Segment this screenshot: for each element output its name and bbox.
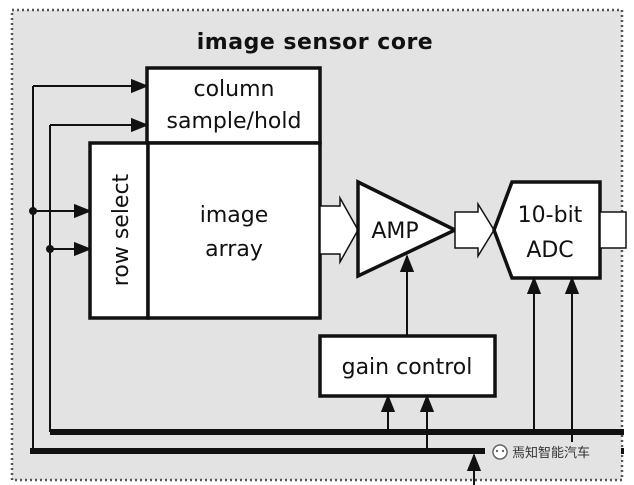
- amp-to-adc-arrow: [454, 201, 495, 259]
- amp-block: AMP: [356, 179, 460, 279]
- image-array-line2: array: [205, 237, 263, 262]
- wechat-icon: [492, 444, 508, 460]
- core-title: image sensor core: [197, 30, 433, 55]
- watermark: 焉知智能汽车: [485, 442, 621, 464]
- image-array-block: image array: [146, 141, 322, 320]
- junction-dot-inner: [46, 245, 54, 253]
- adc-output-arrow: [599, 211, 627, 249]
- amp-label: AMP: [371, 219, 418, 244]
- gain-control-label: gain control: [342, 355, 473, 380]
- column-sample-hold-block: column sample/hold: [145, 66, 322, 145]
- image-array-line1: image: [200, 203, 269, 228]
- gain-control-block: gain control: [318, 334, 497, 398]
- control-wires: [32, 78, 149, 451]
- column-sample-hold-line2: sample/hold: [167, 109, 302, 134]
- row-select-block: row select: [88, 141, 150, 320]
- adc-line1: 10-bit: [518, 203, 583, 228]
- array-to-amp-arrow: [319, 195, 359, 265]
- adc-block: 10-bit ADC: [492, 180, 602, 280]
- row-select-label: row select: [109, 173, 134, 286]
- column-sample-hold-line1: column: [194, 77, 275, 102]
- watermark-text: 焉知智能汽车: [512, 445, 590, 461]
- adc-line2: ADC: [526, 238, 573, 263]
- junction-dot-outer: [29, 207, 37, 215]
